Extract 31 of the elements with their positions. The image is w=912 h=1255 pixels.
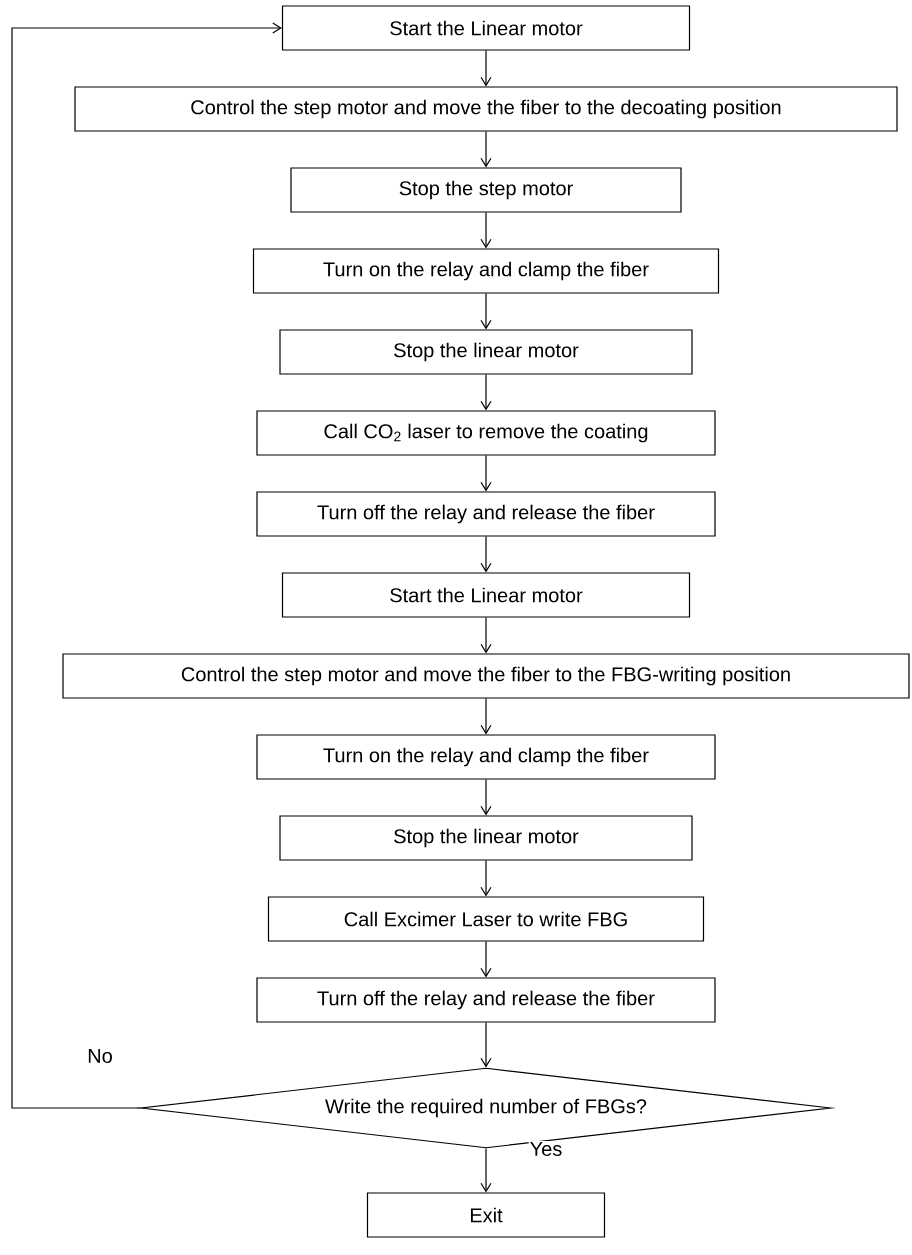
process-box: Start the Linear motor — [281, 572, 691, 618]
edge-label: Yes — [528, 1141, 564, 1157]
process-box: Turn off the relay and release the fiber — [256, 491, 716, 537]
arrow — [480, 374, 492, 411]
process-box: Turn on the relay and clamp the fiber — [256, 734, 716, 780]
arrow — [480, 941, 492, 978]
process-box: Control the step motor and move the fiber to the FBG-writing position — [62, 653, 910, 699]
arrow — [480, 293, 492, 330]
process-box: Call CO$_{2}$ laser to remove the coating — [256, 410, 716, 456]
process-box: Stop the linear motor — [279, 815, 693, 861]
process-box: Turn off the relay and release the fiber — [256, 977, 716, 1023]
arrow — [480, 1148, 492, 1193]
arrow — [480, 779, 492, 816]
arrow — [480, 212, 492, 249]
arrow — [480, 1022, 492, 1068]
edge-label: No — [86, 1048, 114, 1064]
arrow — [480, 860, 492, 897]
process-box: Turn on the relay and clamp the fiber — [252, 248, 720, 294]
arrow — [480, 536, 492, 573]
arrow — [11, 22, 282, 1109]
process-box: Exit — [366, 1192, 606, 1238]
process-box: Call Excimer Laser to write FBG — [267, 896, 705, 942]
arrow — [480, 455, 492, 492]
arrow — [480, 617, 492, 654]
process-box: Start the Linear motor — [281, 5, 691, 51]
process-box: Control the step motor and move the fiber to the decoating position — [74, 86, 898, 132]
process-box: Stop the linear motor — [279, 329, 693, 375]
arrow — [480, 50, 492, 87]
arrow — [480, 698, 492, 735]
arrow — [480, 131, 492, 168]
process-box: Stop the step motor — [290, 167, 682, 213]
